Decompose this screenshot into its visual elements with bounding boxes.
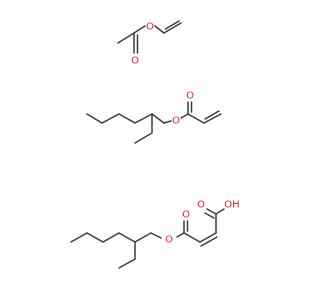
bond [154, 25, 165, 34]
oxygen-atom-label: O [146, 22, 154, 33]
molecule-vinyl-acetate: O O [117, 20, 182, 67]
bond [118, 241, 136, 269]
bond [163, 22, 182, 34]
bond [117, 32, 135, 44]
bond [199, 232, 217, 243]
oxygen-atom-label: O [186, 91, 194, 102]
bond [150, 232, 162, 239]
bond [204, 212, 215, 219]
structure-canvas: O O O O [70, 20, 240, 269]
oxygen-atom-label: O [172, 116, 180, 127]
bond [203, 113, 222, 124]
oxygen-atom-label: O [182, 210, 190, 221]
bond [206, 208, 217, 215]
bond [86, 113, 153, 124]
oxygen-atom-label: O [131, 56, 139, 67]
bond [134, 113, 153, 144]
bond [163, 120, 172, 124]
oxygen-atom-label: O [197, 200, 205, 211]
molecule-mono-2-ethylhexyl-maleate: O O O OH [70, 200, 240, 269]
bond [151, 113, 165, 124]
chemical-structures: O O O O [70, 20, 240, 269]
bond [180, 113, 189, 119]
bond [134, 232, 152, 243]
bond [215, 208, 225, 215]
oxygen-atom-label: O [165, 235, 173, 246]
bond [187, 113, 205, 124]
bond [200, 236, 218, 247]
bond [133, 25, 146, 34]
bond [204, 110, 220, 120]
molecule-2-ethylhexyl-acrylate: O O [86, 91, 222, 144]
bond [183, 232, 201, 243]
bond [176, 232, 185, 238]
bond [70, 232, 136, 243]
bond [164, 20, 180, 30]
hydroxyl-label: OH [224, 200, 239, 211]
